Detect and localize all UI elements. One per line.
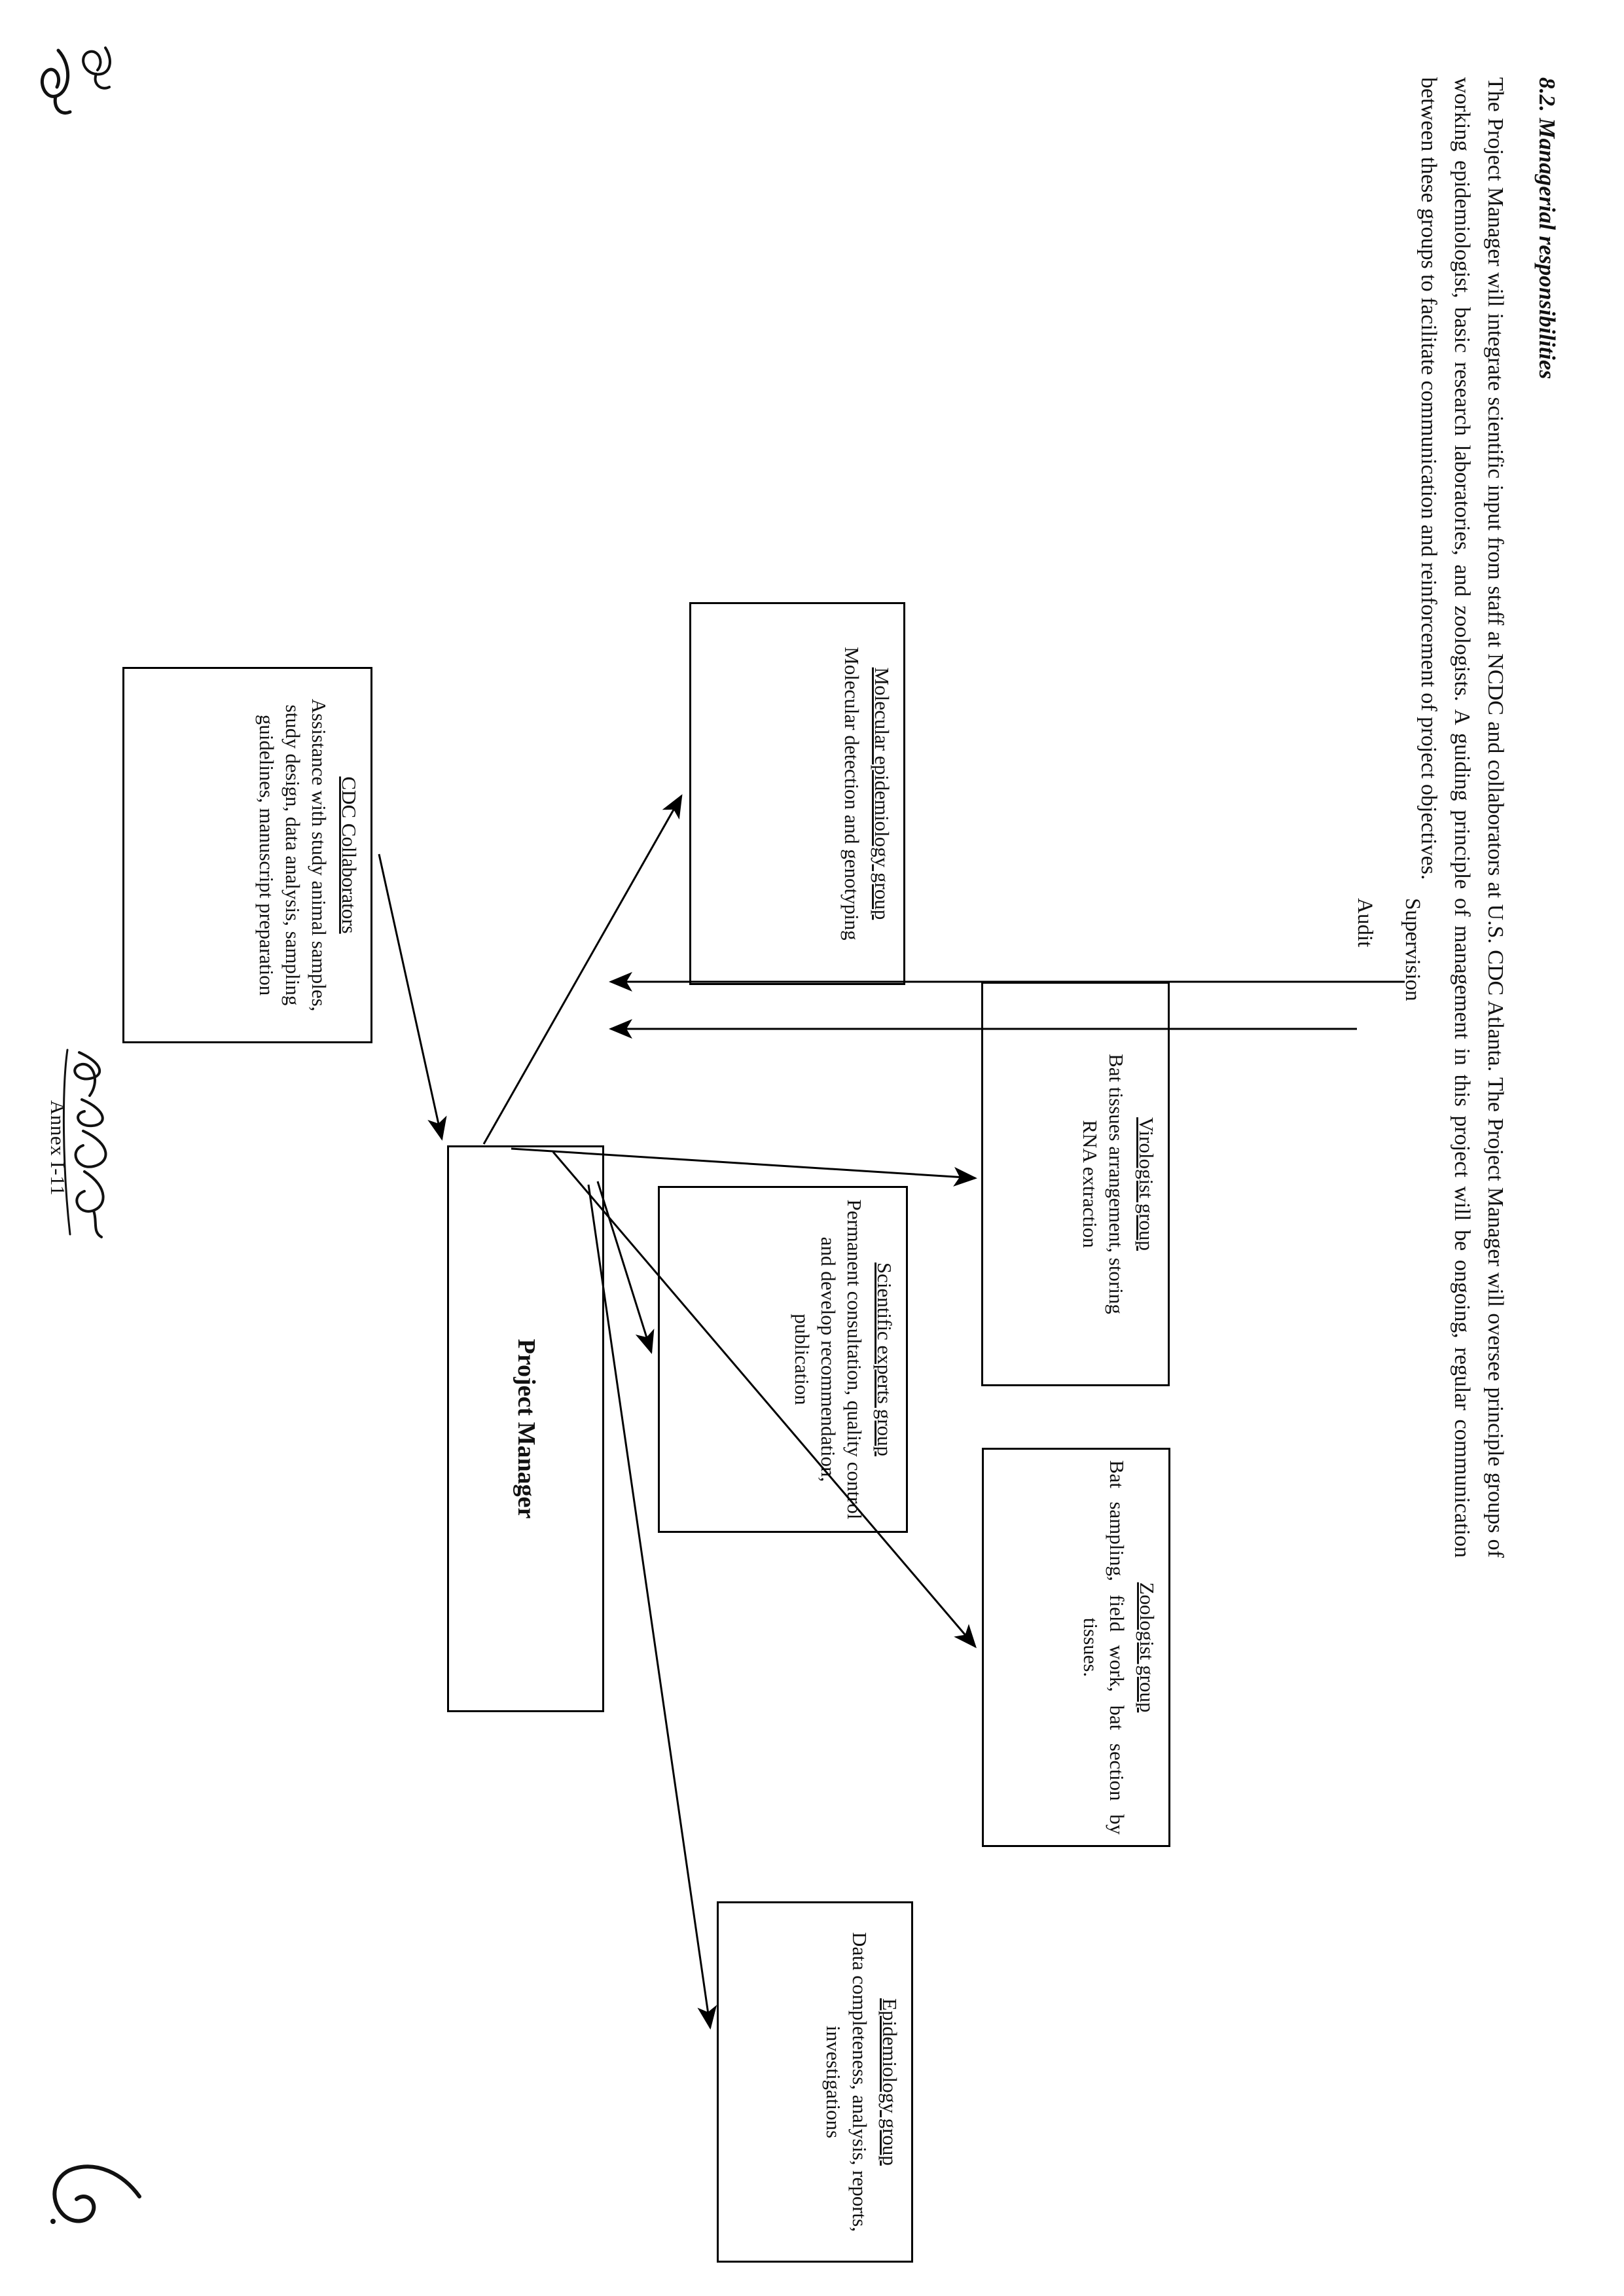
node-scientific-experts-group-title: Scientific experts group — [873, 1262, 896, 1457]
node-zoologist-group-body: Bat sampling, field work, bat section by… — [1079, 1460, 1129, 1835]
node-virologist-group-body: Bat tissues arrangement, storing RNA ext… — [1078, 1054, 1128, 1314]
node-virologist-group-title: Virologist group — [1135, 1117, 1158, 1251]
section-paragraph: The Project Manager will integrate scien… — [1416, 77, 1508, 1558]
edge-pm-to-molecular-epidemiology-group — [482, 794, 683, 1145]
node-molecular-epidemiology-group-body: Molecular detection and genotyping — [840, 647, 864, 941]
label-supervision: Supervision — [1401, 898, 1424, 1001]
node-scientific-experts-group[interactable]: Scientific experts group Permanent consu… — [658, 1186, 908, 1533]
node-molecular-epidemiology-group-title: Molecular epidemiology group — [871, 667, 893, 920]
section-text-block: 8.2. Managerial responsibilities The Pro… — [1413, 77, 1564, 1558]
edge-cdc-collaborators-to-project-manager — [378, 853, 447, 1141]
node-zoologist-group[interactable]: Zoologist group Bat sampling, field work… — [982, 1448, 1170, 1847]
section-heading: 8.2. Managerial responsibilities — [1530, 77, 1564, 1558]
edge-pm-to-scientific-experts-group — [596, 1181, 655, 1354]
handwritten-initials-mark — [27, 36, 118, 134]
label-audit: Audit — [1353, 898, 1377, 948]
node-cdc-collaborators-body: Assistance with study animal samples, st… — [255, 698, 331, 1012]
node-virologist-group[interactable]: Virologist group Bat tissues arrangement… — [981, 982, 1170, 1386]
node-cdc-collaborators[interactable]: CDC Collaborators Assistance with study … — [122, 667, 372, 1043]
node-epidemiology-group-title: Epidemiology group — [878, 1998, 901, 2166]
node-zoologist-group-title: Zoologist group — [1136, 1582, 1159, 1713]
handwritten-bottom-mark — [40, 2153, 145, 2238]
page-footer: Annex I-11 — [46, 1100, 69, 1196]
node-cdc-collaborators-title: CDC Collaborators — [338, 776, 361, 934]
node-project-manager-title: Project Manager — [512, 1338, 540, 1519]
node-epidemiology-group-body: Data completeness, analysis, reports, in… — [821, 1932, 872, 2232]
section-number: 8.2. — [1534, 77, 1560, 113]
node-project-manager[interactable]: Project Manager — [447, 1145, 604, 1712]
node-epidemiology-group[interactable]: Epidemiology group Data completeness, an… — [717, 1901, 913, 2263]
node-scientific-experts-group-body: Permanent consultation, quality control … — [790, 1199, 867, 1520]
section-title: Managerial responsibilities — [1534, 118, 1560, 380]
node-molecular-epidemiology-group[interactable]: Molecular epidemiology group Molecular d… — [689, 602, 905, 985]
handwritten-signature-mark — [53, 1047, 125, 1244]
